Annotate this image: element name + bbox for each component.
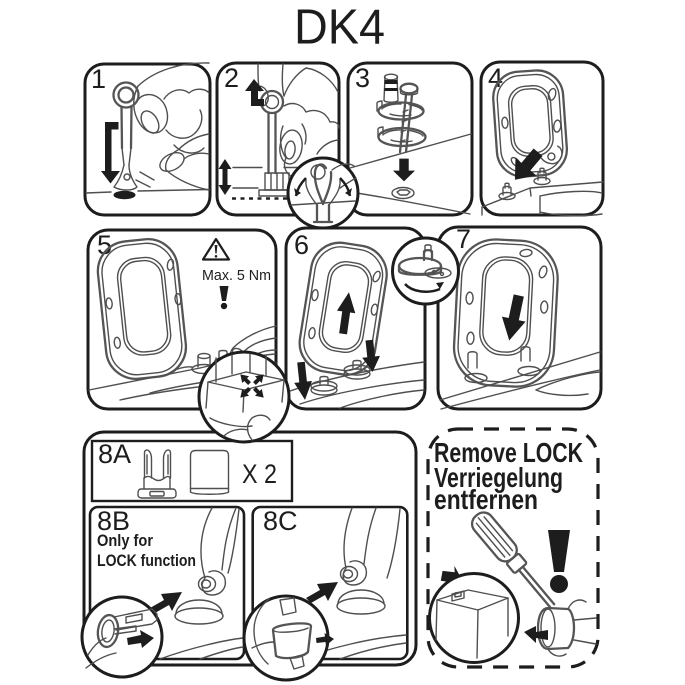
svg-text:8A: 8A	[98, 439, 131, 469]
svg-text:8B: 8B	[97, 506, 130, 536]
svg-text:Max. 5 Nm: Max. 5 Nm	[202, 267, 271, 284]
svg-text:Remove LOCK: Remove LOCK	[434, 437, 583, 468]
svg-text:Verriegelung: Verriegelung	[434, 462, 563, 493]
svg-text:2: 2	[224, 63, 239, 93]
svg-text:Only for: Only for	[97, 531, 153, 550]
svg-text:1: 1	[91, 64, 106, 94]
svg-text:4: 4	[488, 63, 503, 93]
svg-text:X 2: X 2	[242, 459, 277, 489]
svg-text:entfernen: entfernen	[434, 484, 538, 515]
svg-text:8C: 8C	[263, 506, 298, 536]
svg-text:LOCK function: LOCK function	[97, 551, 196, 570]
svg-text:3: 3	[355, 63, 370, 93]
svg-text:5: 5	[97, 230, 112, 260]
svg-text:7: 7	[456, 224, 471, 254]
svg-text:DK4: DK4	[294, 1, 385, 55]
svg-text:6: 6	[294, 230, 309, 260]
